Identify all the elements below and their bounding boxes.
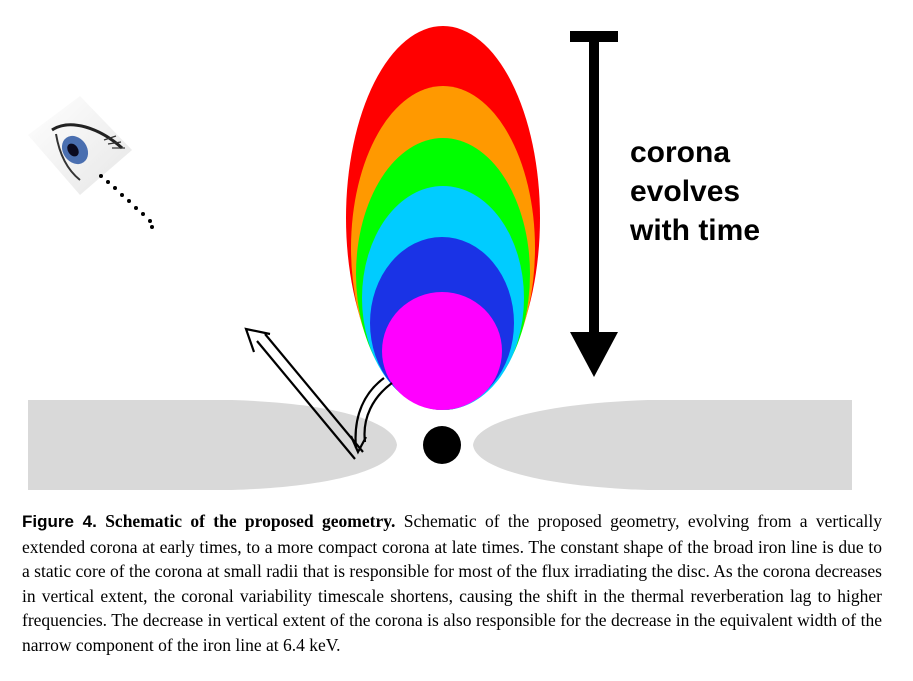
figure-caption: Figure 4. Schematic of the proposed geom… [22,509,882,657]
geometry-schematic: corona evolves with time [28,26,852,490]
label-line: evolves [630,175,740,208]
label-line: with time [629,214,760,247]
reflected-ray-arrowhead [244,327,271,353]
figure-label: Figure 4. [22,512,97,531]
observer-eye-icon [28,96,132,195]
label-line: corona [630,136,730,169]
caption-body: Schematic of the proposed geometry, evol… [22,511,882,655]
accretion-disc-left [28,400,397,490]
figure-title: Schematic of the proposed geometry. [105,511,396,531]
black-hole [423,426,461,464]
incident-ray [354,377,393,449]
corona-evolution-label: corona evolves with time [629,136,760,247]
reflected-ray [256,333,364,460]
line-of-sight [99,174,154,229]
time-arrow [570,31,618,377]
accretion-disc-right [473,400,852,490]
corona-layer-magenta [382,292,502,410]
corona [346,26,540,410]
